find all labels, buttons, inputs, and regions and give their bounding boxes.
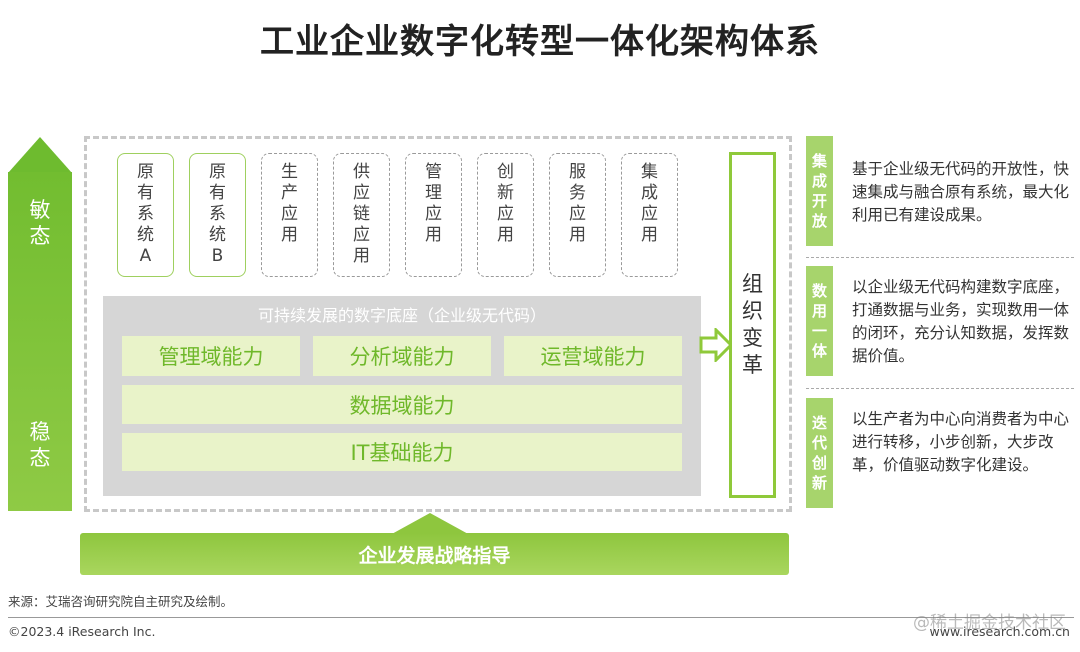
- application-char: 用: [497, 225, 514, 245]
- application-char: 有: [137, 183, 154, 203]
- application-char: 用: [641, 225, 658, 245]
- application-char: 供: [353, 162, 370, 182]
- page-title: 工业企业数字化转型一体化架构体系: [260, 22, 820, 62]
- application-char: 务: [569, 183, 586, 203]
- operation-domain-capability: 运营域能力: [504, 336, 682, 376]
- application-box: 集成应用: [621, 153, 678, 277]
- desc-iterative-innovation: 以生产者为中心向消费者为中心进行转移，小步创新，大步改革，价值驱动数字化建设。: [852, 410, 1070, 474]
- application-char: 应: [425, 204, 442, 224]
- management-domain-capability: 管理域能力: [122, 336, 300, 376]
- platform-title: 可持续发展的数字底座（企业级无代码）: [257, 306, 546, 325]
- application-char: 统: [209, 225, 226, 245]
- application-char: 用: [569, 225, 586, 245]
- data-domain-capability: 数据域能力: [122, 385, 682, 424]
- application-char: 管: [425, 162, 442, 182]
- application-box: 管理应用: [405, 153, 462, 277]
- tag-data-use-unity: 数 用 一 体: [806, 266, 833, 376]
- org-char: 组: [742, 272, 763, 296]
- application-char: 应: [281, 204, 298, 224]
- application-char: 生: [281, 162, 298, 182]
- application-char: 应: [569, 204, 586, 224]
- up-arrow-icon: [390, 513, 470, 535]
- footer-divider: [8, 617, 1074, 618]
- application-char: 原: [209, 162, 226, 182]
- application-char: 应: [353, 225, 370, 245]
- application-box: 创新应用: [477, 153, 534, 277]
- application-box: 供应链应用: [333, 153, 390, 277]
- application-char: A: [139, 246, 152, 266]
- strategy-guidance-bar: 企业发展战略指导: [80, 533, 789, 575]
- application-char: 链: [353, 204, 370, 224]
- copyright: ©2023.4 iResearch Inc.: [8, 624, 156, 639]
- stable-label: 稳态: [29, 420, 51, 470]
- application-char: 原: [137, 162, 154, 182]
- org-char: 变: [742, 326, 763, 350]
- arrow-up-head: [8, 137, 72, 173]
- application-char: B: [211, 246, 224, 266]
- application-box: 生产应用: [261, 153, 318, 277]
- application-char: 应: [353, 183, 370, 203]
- desc-data-use-unity: 以企业级无代码构建数字底座，打通数据与业务，实现数用一体的闭环，充分认知数据，发…: [852, 278, 1070, 365]
- website: www.iresearch.com.cn: [929, 624, 1071, 639]
- watermark: @稀土掘金技术社区: [913, 613, 1066, 633]
- org-char: 织: [742, 299, 763, 323]
- arrow-shaft: [8, 172, 72, 511]
- application-char: 应: [641, 204, 658, 224]
- application-char: 有: [209, 183, 226, 203]
- application-box: 服务应用: [549, 153, 606, 277]
- application-char: 系: [137, 204, 154, 224]
- application-char: 用: [281, 225, 298, 245]
- application-char: 服: [569, 162, 586, 182]
- application-char: 理: [425, 183, 442, 203]
- application-char: 用: [425, 225, 442, 245]
- application-char: 创: [497, 162, 514, 182]
- application-char: 成: [641, 183, 658, 203]
- tag-iterative-innovation: 迭 代 创 新: [806, 398, 833, 508]
- analysis-domain-capability: 分析域能力: [313, 336, 491, 376]
- architecture-frame: [84, 136, 792, 512]
- organization-change-box: 组 织 变 革: [729, 152, 776, 498]
- panel-divider: [806, 257, 1074, 258]
- panel-divider: [806, 388, 1074, 389]
- application-char: 产: [281, 183, 298, 203]
- desc-integration-open: 基于企业级无代码的开放性，快速集成与融合原有系统，最大化利用已有建设成果。: [852, 160, 1070, 224]
- it-infrastructure-capability: IT基础能力: [122, 433, 682, 471]
- application-char: 系: [209, 204, 226, 224]
- source-note: 来源：艾瑞咨询研究院自主研究及绘制。: [8, 594, 234, 609]
- application-char: 用: [353, 246, 370, 266]
- org-char: 革: [742, 353, 763, 377]
- application-char: 统: [137, 225, 154, 245]
- application-char: 集: [641, 162, 658, 182]
- tag-integration-open: 集 成 开 放: [806, 136, 833, 246]
- agility-stability-arrow: 敏态 稳态: [8, 137, 72, 511]
- application-char: 应: [497, 204, 514, 224]
- agile-label: 敏态: [29, 198, 51, 248]
- right-arrow-icon: [699, 328, 733, 362]
- application-char: 新: [497, 183, 514, 203]
